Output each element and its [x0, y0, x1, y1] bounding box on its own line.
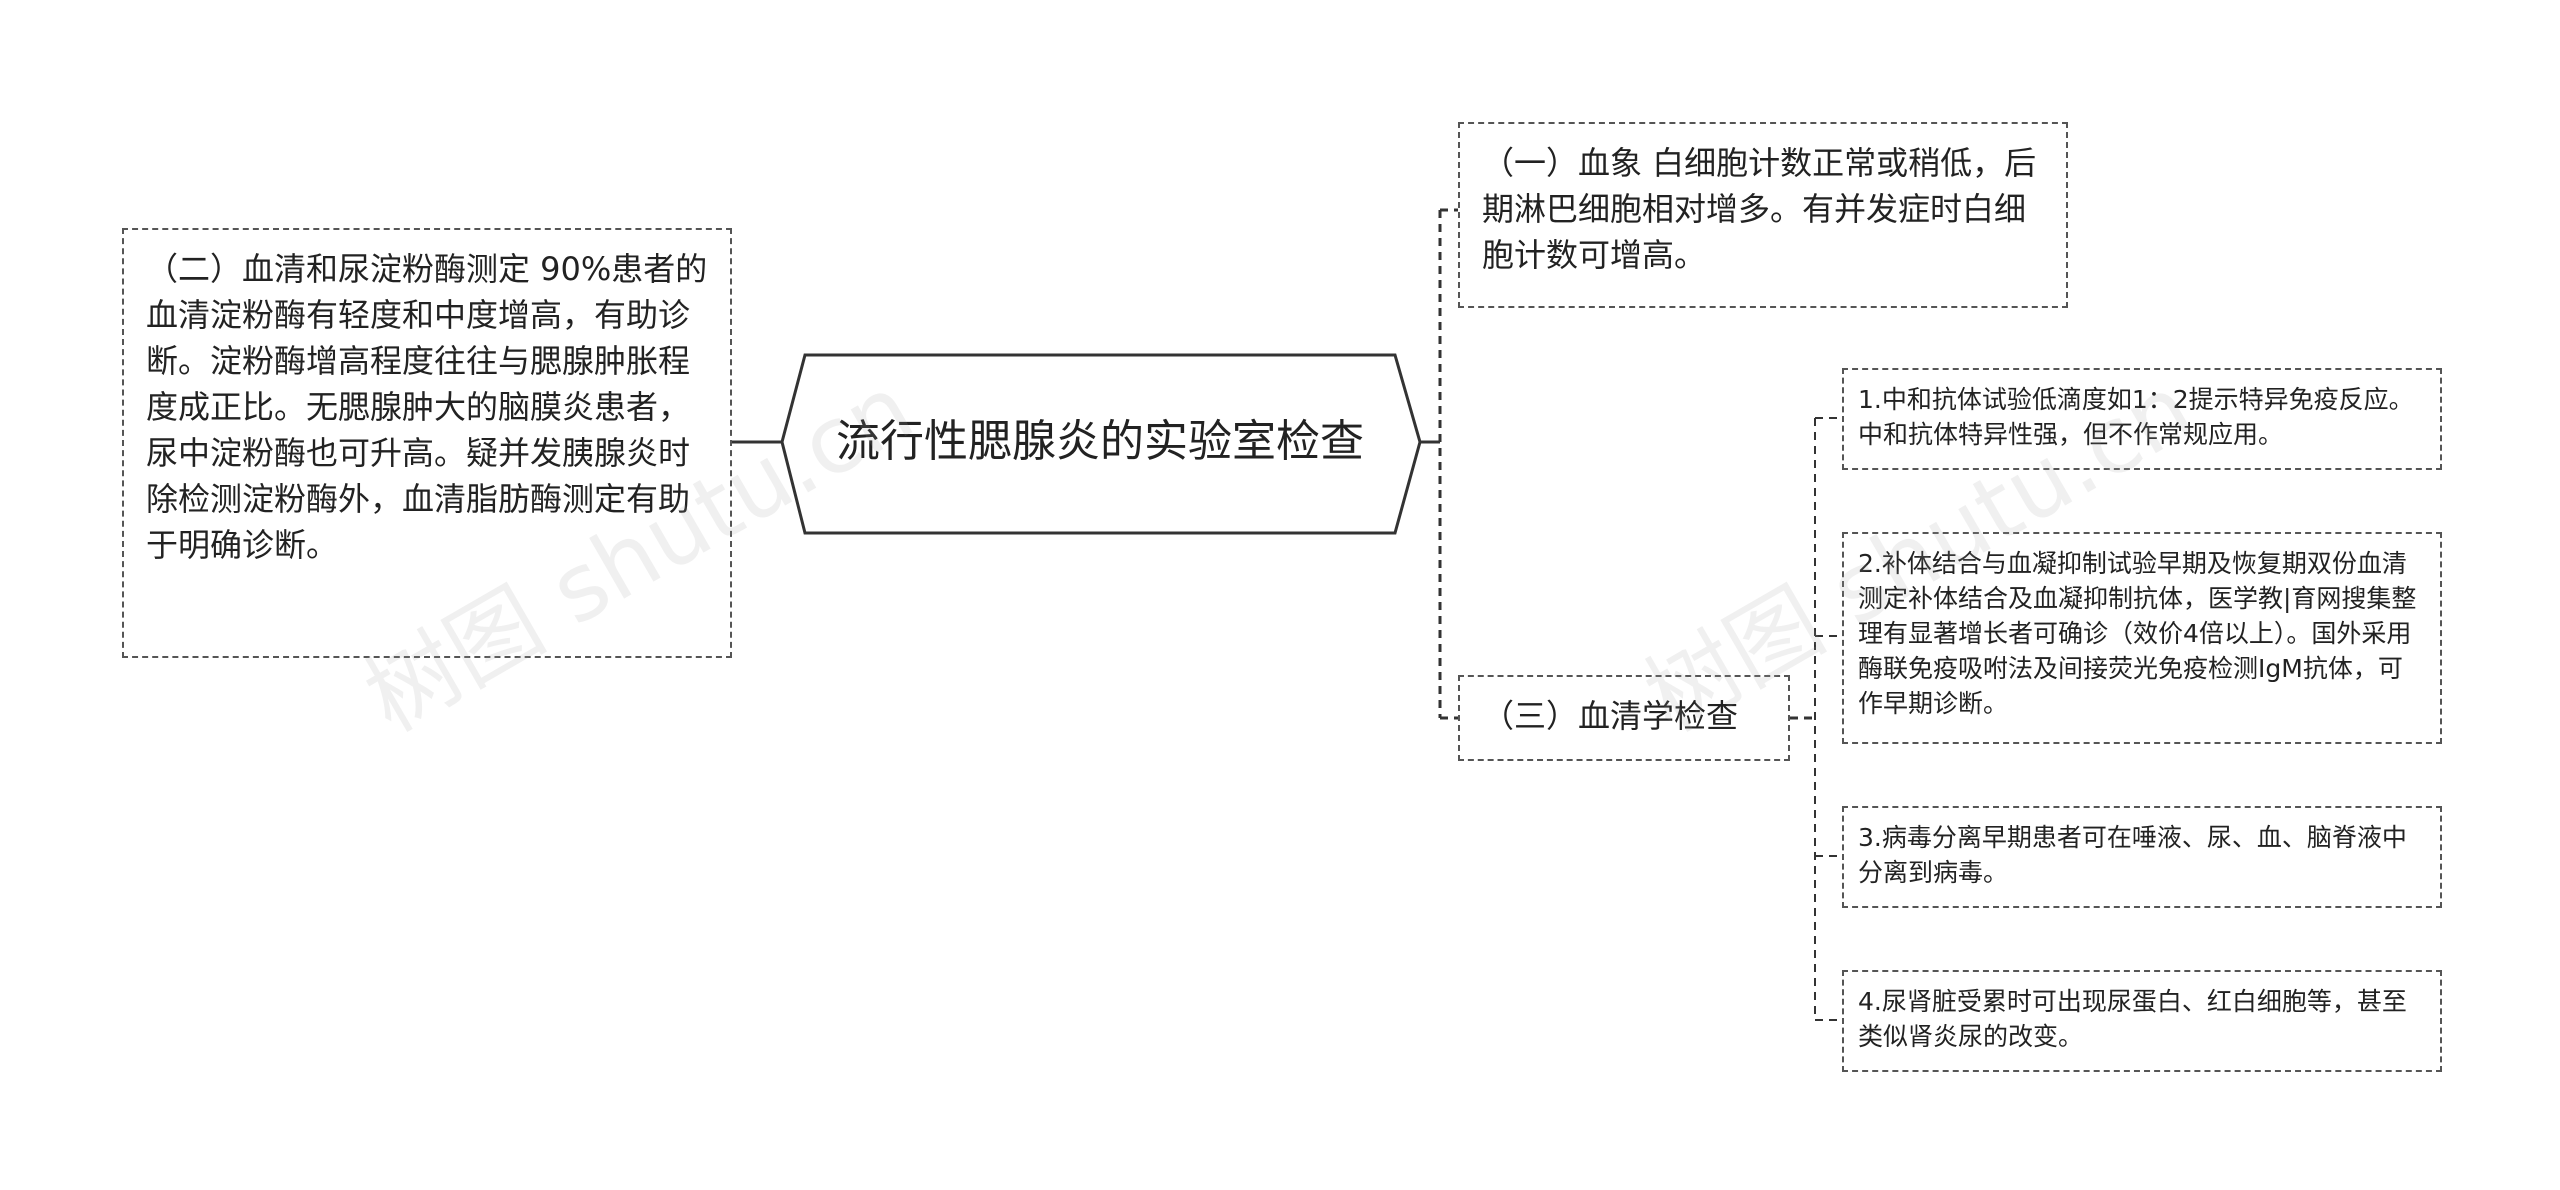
node-serum-amylase[interactable]: （二）血清和尿淀粉酶测定 90%患者的血清淀粉酶有轻度和中度增高，有助诊断。淀粉…: [122, 228, 732, 658]
central-topic[interactable]: 流行性腮腺炎的实验室检查: [836, 416, 1364, 467]
node-serology[interactable]: （三）血清学检查: [1458, 675, 1790, 761]
node-serology-item-3[interactable]: 3.病毒分离早期患者可在唾液、尿、血、脑脊液中分离到病毒。: [1842, 806, 2442, 908]
node-blood-picture[interactable]: （一）血象 白细胞计数正常或稍低，后期淋巴细胞相对增多。有并发症时白细胞计数可增…: [1458, 122, 2068, 308]
node-serology-item-1[interactable]: 1.中和抗体试验低滴度如1：2提示特异免疫反应。中和抗体特异性强，但不作常规应用…: [1842, 368, 2442, 470]
node-serology-item-2[interactable]: 2.补体结合与血凝抑制试验早期及恢复期双份血清测定补体结合及血凝抑制抗体，医学教…: [1842, 532, 2442, 744]
node-serology-item-4[interactable]: 4.尿肾脏受累时可出现尿蛋白、红白细胞等，甚至类似肾炎尿的改变。: [1842, 970, 2442, 1072]
